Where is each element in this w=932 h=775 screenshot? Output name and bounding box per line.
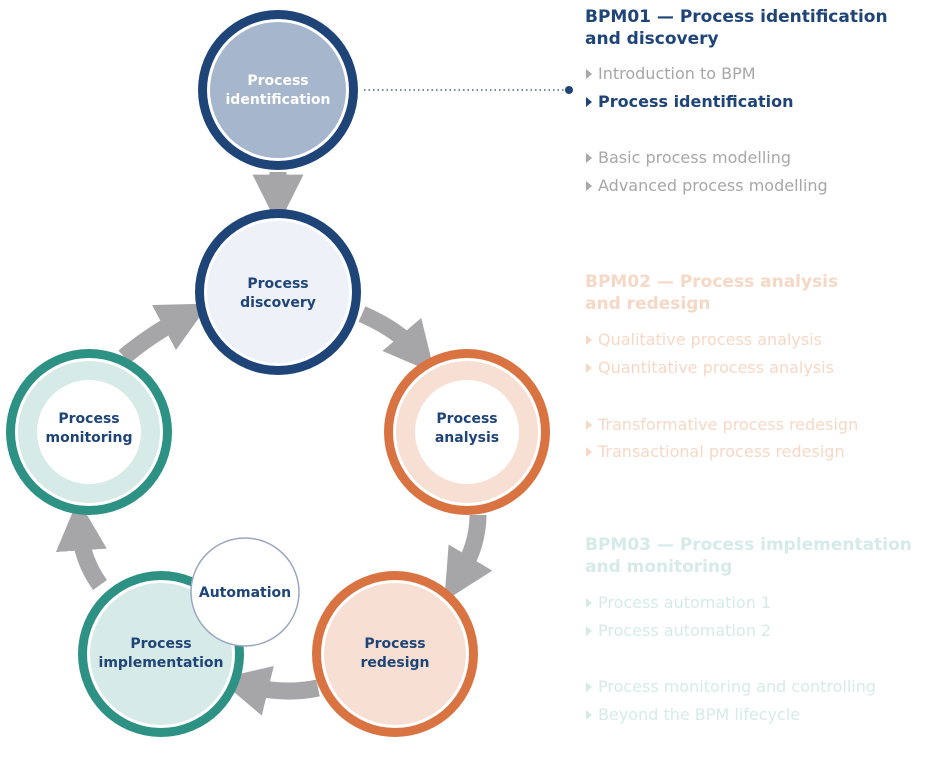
arrow-analysis-to-redesign xyxy=(444,514,493,602)
node-automation: Automation xyxy=(190,537,300,647)
arrow-discovery-to-analysis xyxy=(358,306,435,374)
node-label-line2: redesign xyxy=(360,655,429,671)
module-topic-list: Process automation 1 Process automation … xyxy=(585,593,930,725)
topic-item[interactable]: Basic process modelling xyxy=(585,148,930,168)
connector-dot xyxy=(565,86,573,94)
module-title-line1: BPM02 — Process analysis xyxy=(585,272,839,292)
module-title: BPM01 — Process identification and disco… xyxy=(585,6,930,50)
node-process-redesign: Process redesign xyxy=(312,571,478,737)
node-label-line1: Process xyxy=(247,276,308,292)
node-process-monitoring: Process monitoring xyxy=(6,349,172,515)
module-title-line2: and redesign xyxy=(585,294,711,314)
arrow-monitoring-to-discovery xyxy=(118,303,210,364)
module-bpm01: BPM01 — Process identification and disco… xyxy=(585,6,930,196)
node-process-identification: Process identification xyxy=(198,10,358,170)
module-topic-list: Introduction to BPM Process identificati… xyxy=(585,64,930,196)
module-topic-list: Qualitative process analysis Quantitativ… xyxy=(585,330,930,462)
module-bpm02: BPM02 — Process analysis and redesign Qu… xyxy=(585,271,930,462)
module-title-line2: and discovery xyxy=(585,29,719,49)
bpm-lifecycle-diagram: Process identification Process discovery… xyxy=(6,10,573,737)
node-label-line2: analysis xyxy=(435,430,499,446)
node-label: Automation xyxy=(199,585,291,601)
topic-item[interactable]: Advanced process modelling xyxy=(585,176,930,196)
module-title-line1: BPM03 — Process implementation xyxy=(585,535,912,555)
topic-item-active[interactable]: Process identification xyxy=(585,92,930,112)
node-label-line1: Process xyxy=(436,411,497,427)
node-process-analysis: Process analysis xyxy=(384,349,550,515)
topic-item[interactable]: Process automation 1 xyxy=(585,593,930,613)
cycle-arrows xyxy=(55,172,493,716)
node-label-line2: monitoring xyxy=(46,430,133,446)
topic-item[interactable]: Process automation 2 xyxy=(585,621,930,641)
topic-item[interactable]: Introduction to BPM xyxy=(585,64,930,84)
module-title: BPM02 — Process analysis and redesign xyxy=(585,271,930,315)
node-label-line1: Process xyxy=(130,636,191,652)
topic-item[interactable]: Process monitoring and controlling xyxy=(585,677,930,697)
arrow-redesign-to-implementation xyxy=(218,666,320,716)
node-label-line2: implementation xyxy=(99,655,224,671)
node-label-line2: identification xyxy=(226,92,331,108)
node-process-discovery: Process discovery xyxy=(195,209,361,375)
topic-item[interactable]: Quantitative process analysis xyxy=(585,358,930,378)
node-label-line1: Process xyxy=(58,411,119,427)
topic-item[interactable]: Beyond the BPM lifecycle xyxy=(585,705,930,725)
arrow-implementation-to-monitoring xyxy=(55,499,108,590)
module-title: BPM03 — Process implementation and monit… xyxy=(585,534,930,578)
node-label-line1: Process xyxy=(247,73,308,89)
topic-item[interactable]: Transformative process redesign xyxy=(585,415,930,435)
module-bpm03: BPM03 — Process implementation and monit… xyxy=(585,534,930,725)
topic-item[interactable]: Qualitative process analysis xyxy=(585,330,930,350)
module-title-line2: and monitoring xyxy=(585,557,733,577)
module-title-line1: BPM01 — Process identification xyxy=(585,7,888,27)
node-label-line1: Process xyxy=(364,636,425,652)
node-label-line2: discovery xyxy=(240,295,316,311)
topic-item[interactable]: Transactional process redesign xyxy=(585,442,930,462)
